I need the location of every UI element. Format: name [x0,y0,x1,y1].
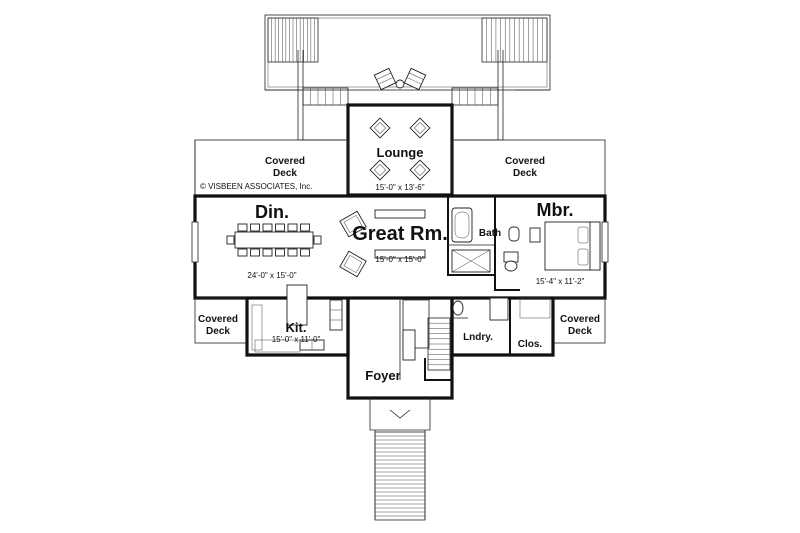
covered-deck-right: Covered Deck [451,139,606,196]
stair-front [374,431,426,521]
kitchen-dims: 15'-0" x 11'-0" [272,335,321,344]
laundry-label: Lndry. [463,332,493,343]
foyer-label: Foyer [365,368,400,383]
stair-lounge-right [451,87,499,106]
dining-table [226,223,322,257]
covered-deck-right-line2: Deck [513,168,537,179]
bath-label: Bath [479,228,501,239]
covered-deck-lower-left: Covered Deck [194,297,248,344]
covered-deck-left-line2: Deck [273,168,297,179]
master-bedroom-dims: 15'-4" x 11'-2" [536,277,585,286]
covered-deck-lower-right: Covered Deck [552,297,606,344]
master-bedroom-label: Mbr. [536,200,573,220]
covered-deck-lower-left-line2: Deck [206,326,230,337]
dining-dims: 24'-0" x 15'-0" [247,271,296,280]
lounge-dims: 15'-0" x 13'-6" [375,183,424,192]
great-room-dims: 15'-0" x 15'-0" [375,255,424,264]
side-stairs [297,50,504,141]
lounge: Lounge 15'-0" x 13'-6" [346,103,454,197]
stair-lounge-left [302,87,349,106]
bath-fixtures [451,207,520,273]
lounge-label: Lounge [377,145,424,160]
closet-label: Clos. [518,339,543,350]
covered-deck-right-line1: Covered [505,156,545,167]
kitchen-label: Kit. [286,320,307,335]
entry-porch [369,398,431,520]
covered-deck-lower-left-line1: Covered [198,314,238,325]
copyright-text: © VISBEEN ASSOCIATES, Inc. [200,182,312,191]
dining-label: Din. [255,202,289,222]
stair-upper-left [267,17,319,63]
foyer [346,298,454,400]
master-bed [529,221,601,271]
laundry-closet [450,297,555,357]
great-room-label: Great Rm. [352,223,448,245]
covered-deck-lower-right-line2: Deck [568,326,592,337]
deck-chairs [373,67,427,91]
great-room-furniture [339,209,426,278]
covered-deck-left-line1: Covered [265,156,305,167]
stair-upper-right [481,17,548,63]
covered-deck-lower-right-line1: Covered [560,314,600,325]
